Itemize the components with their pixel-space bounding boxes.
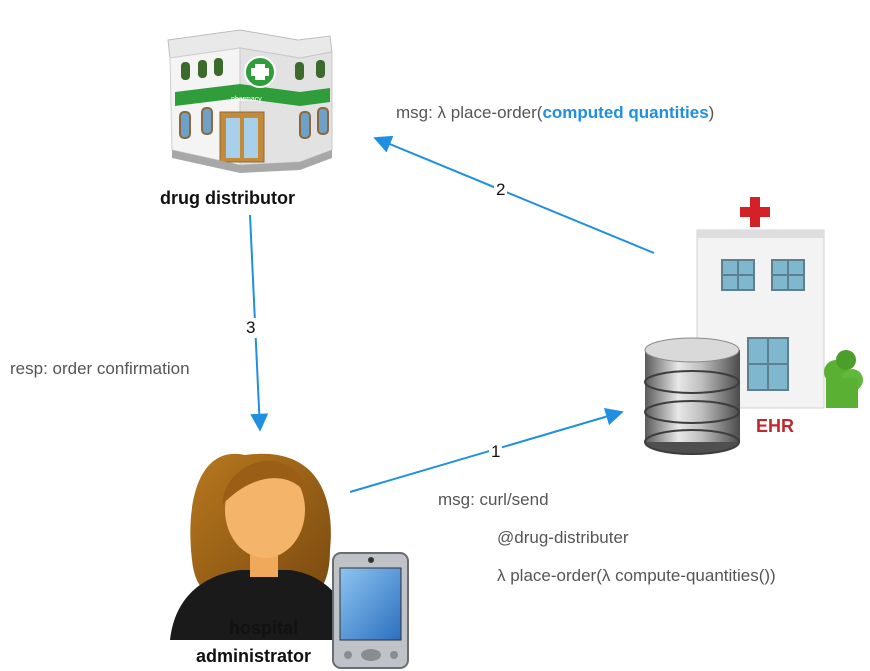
edge-2-message-highlight: computed quantities bbox=[542, 103, 709, 122]
arrow-step-2 bbox=[373, 135, 655, 254]
edge-3-response: resp: order confirmation bbox=[10, 359, 190, 378]
pharmacy-sign-text: pharmacy bbox=[231, 96, 262, 103]
node-label-hospital-administrator-line1: hospital bbox=[229, 618, 299, 638]
step-number-3: 3 bbox=[244, 318, 258, 338]
edge-1-message-line1: msg: curl/send bbox=[438, 490, 549, 509]
edge-2-message: msg: λ place-order(computed quantities) bbox=[396, 103, 714, 123]
node-label-ehr: EHR bbox=[756, 416, 795, 436]
step-number-2: 2 bbox=[494, 180, 508, 200]
woman-with-pda-icon bbox=[170, 453, 409, 669]
step-number-1: 1 bbox=[489, 442, 503, 462]
edge-2-message-suffix: ) bbox=[708, 103, 715, 122]
node-label-hospital-administrator-line2: administrator bbox=[196, 646, 312, 666]
edge-1-message-line2: @drug-distributer bbox=[497, 528, 629, 547]
edge-2-message-prefix: msg: λ place-order( bbox=[396, 103, 543, 122]
hospital-database-icon bbox=[644, 197, 863, 455]
edge-1-message-line3: λ place-order(λ compute-quantities()) bbox=[497, 566, 776, 585]
pharmacy-building-icon bbox=[167, 29, 333, 173]
arrow-step-1 bbox=[349, 407, 624, 493]
node-label-drug-distributor: drug distributor bbox=[160, 188, 295, 208]
